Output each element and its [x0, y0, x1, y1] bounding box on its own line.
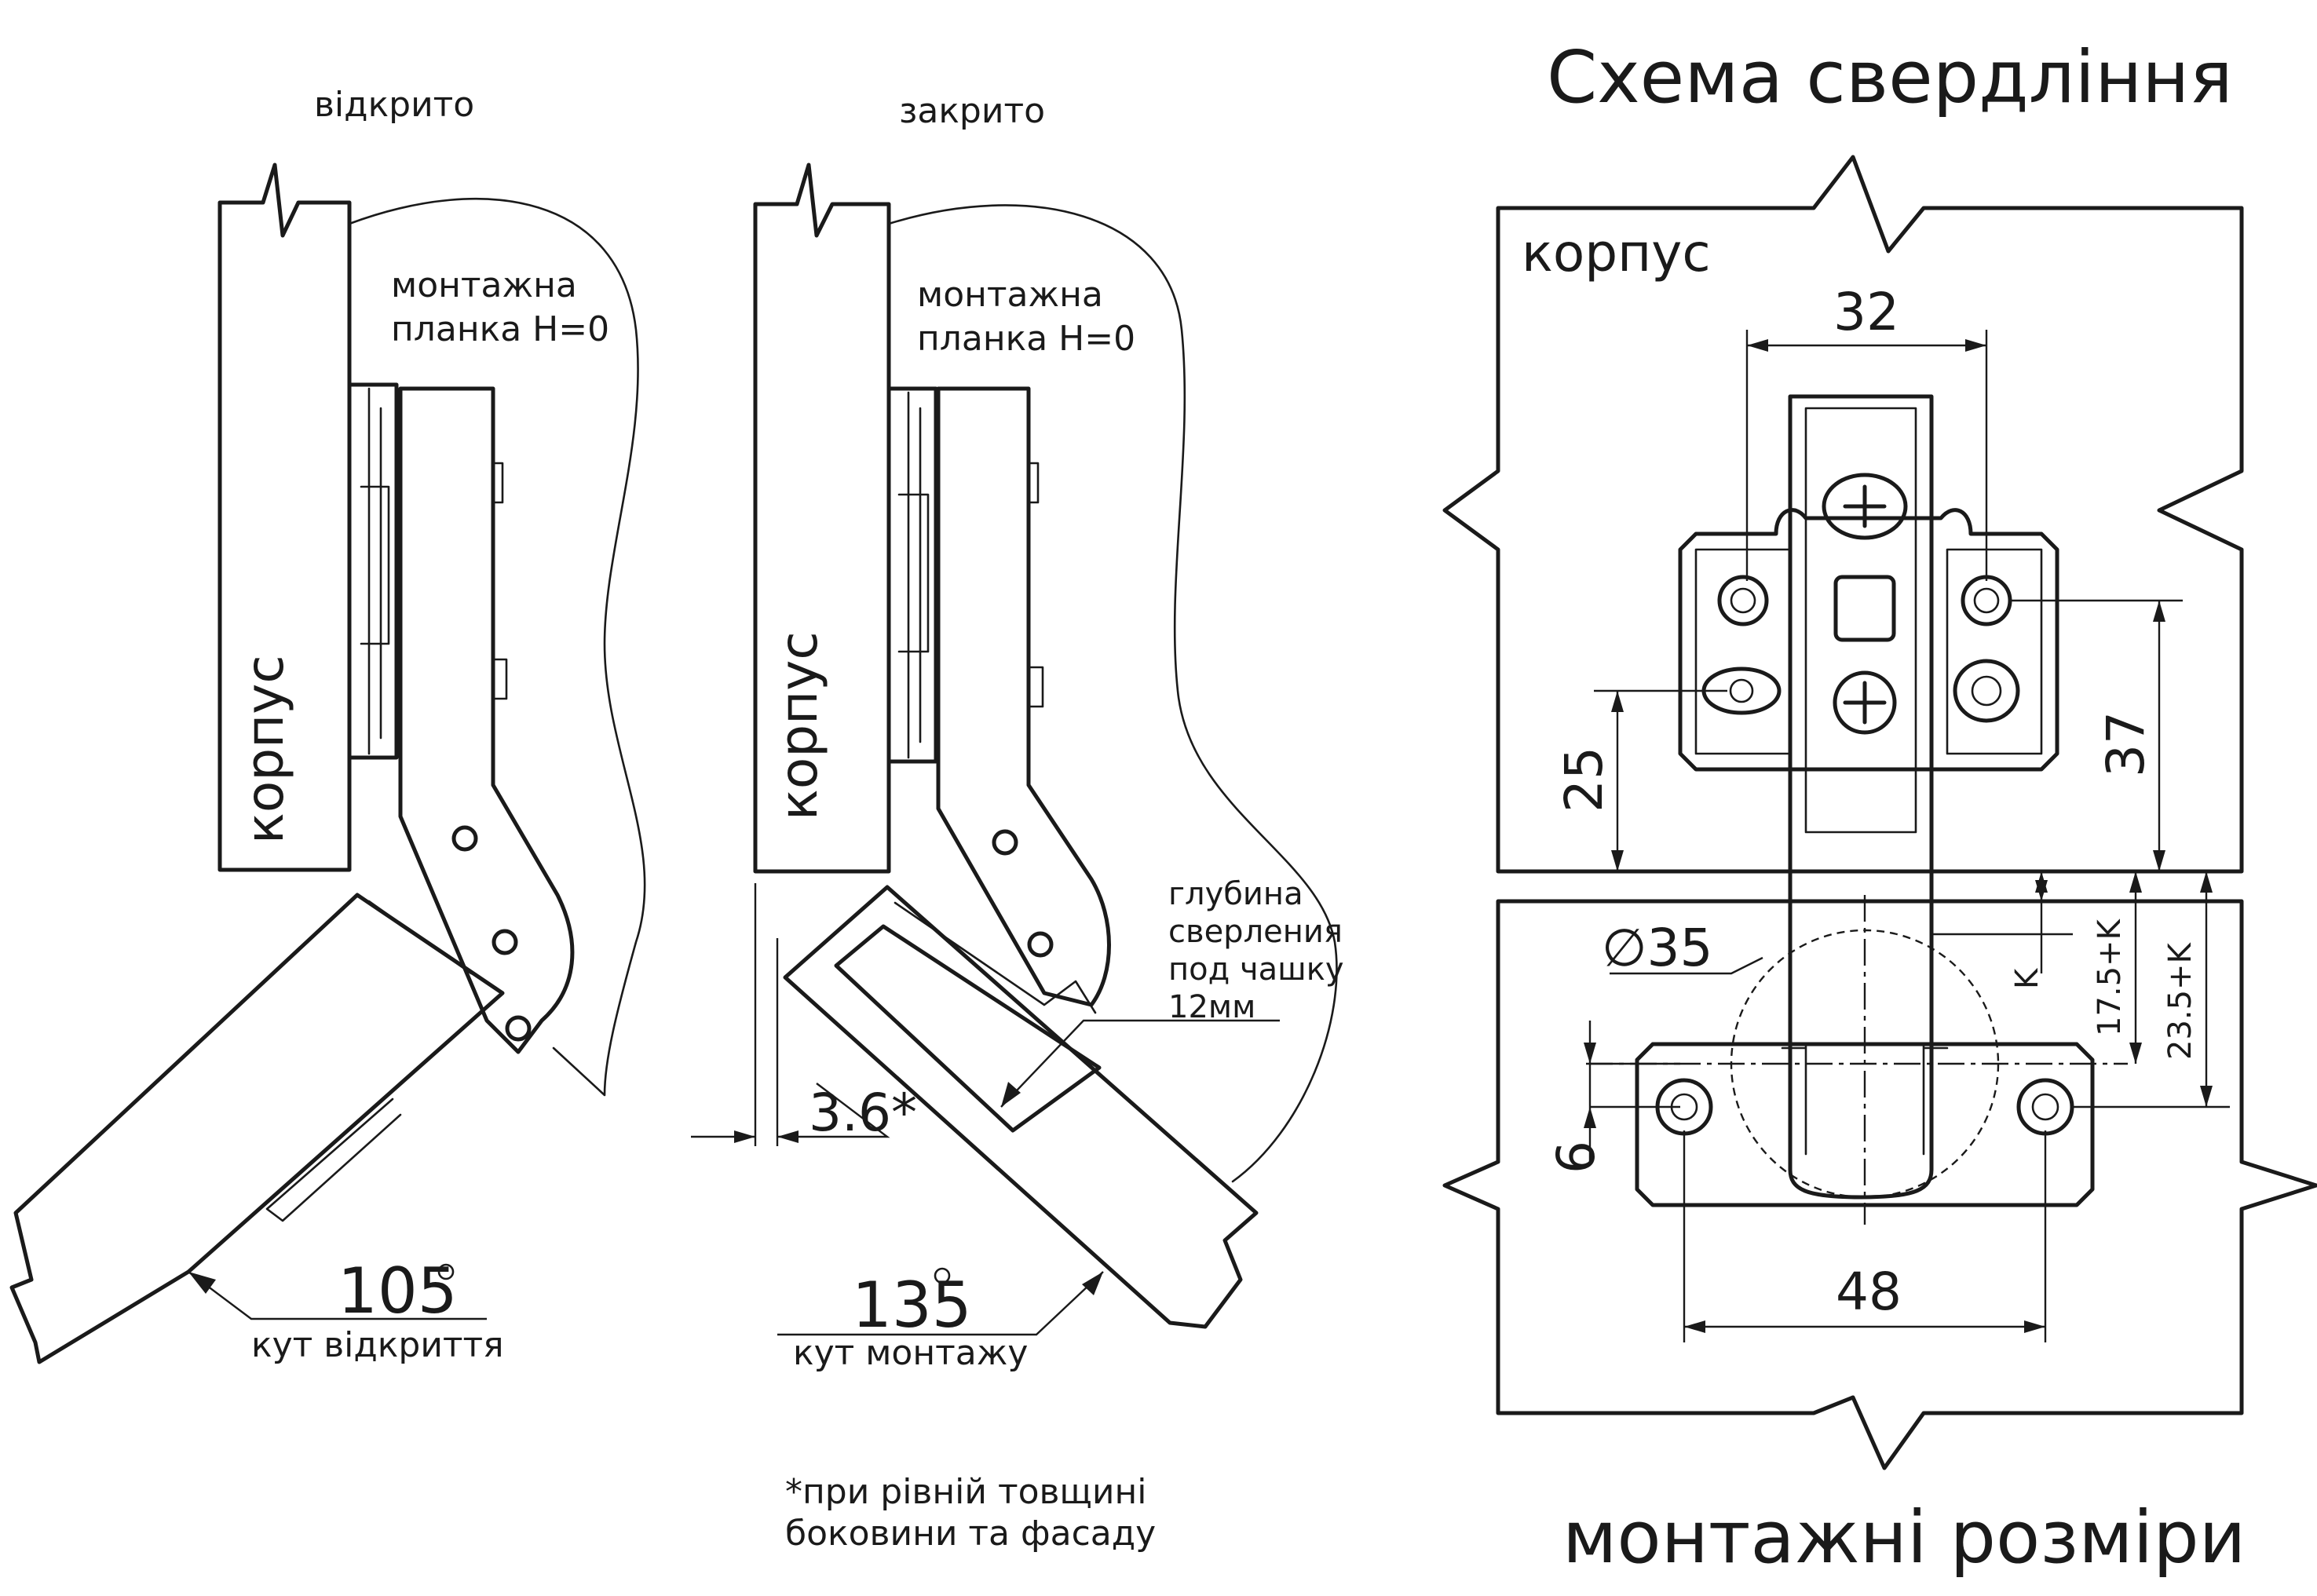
drilling-scheme: Схема свердління корпус 32 25 [1442, 35, 2317, 1580]
open-door [9, 893, 505, 1364]
scheme-door-panel [1442, 899, 2317, 1470]
footnote-2: боковини та фасаду [785, 1514, 1156, 1554]
scheme-cabinet-panel [1442, 155, 2244, 874]
open-view: відкрито корпус монтажна планка H=0 105 … [9, 85, 646, 1365]
offset-value: 3.6* [809, 1083, 917, 1143]
scheme-footer: монтажні розміри [1562, 1496, 2246, 1580]
open-mounting-plate [347, 382, 399, 760]
closed-plate-label-2: планка H=0 [917, 319, 1135, 359]
open-cabinet-label: корпус [235, 655, 295, 844]
depth-label-3: под чашку [1168, 951, 1344, 988]
depth-label-4: 12мм [1168, 989, 1255, 1025]
closed-outline [887, 204, 1338, 1183]
dim-37: 37 [2096, 711, 2156, 777]
footnote-1: *при рівній товщині [785, 1472, 1146, 1512]
dim-23: 23.5+K [2162, 941, 2198, 1060]
scheme-title: Схема свердління [1547, 35, 2233, 119]
open-hinge-arm [398, 386, 575, 1054]
closed-view-title: закрито [899, 91, 1045, 131]
scheme-cabinet-label: корпус [1522, 223, 1711, 283]
dim-32: 32 [1833, 282, 1899, 342]
open-angle-label: кут відкриття [251, 1325, 504, 1365]
open-cabinet-wall [217, 163, 352, 872]
closed-angle-value: 135 [852, 1269, 972, 1342]
scheme-hinge-arm [1788, 394, 1934, 1200]
closed-mounting-plate [886, 386, 938, 764]
closed-door [783, 885, 1259, 1329]
dim-48: 48 [1836, 1262, 1902, 1322]
open-plate-label-1: монтажна [391, 265, 577, 305]
open-angle-value: 105 [338, 1255, 458, 1328]
scheme-base-plate [1635, 1042, 2095, 1207]
open-plate-label-2: планка H=0 [391, 309, 609, 349]
closed-angle-label: кут монтажу [793, 1333, 1028, 1373]
closed-plate-label-1: монтажна [917, 275, 1103, 315]
dim-6: 6 [1546, 1141, 1606, 1174]
closed-cup [834, 924, 1102, 1133]
closed-view: закрито корпус монтажна планка H=0 глуби… [691, 91, 1344, 1554]
depth-label-1: глубина [1168, 876, 1303, 912]
open-outline [348, 198, 646, 1097]
dim-cup: ∅35 [1602, 918, 1712, 978]
dim-25: 25 [1554, 747, 1614, 813]
scheme-mounting-plate [1678, 508, 2059, 772]
closed-cabinet-label: корпус [769, 631, 829, 820]
closed-cabinet-wall [753, 163, 891, 874]
dim-k: K [2009, 967, 2045, 989]
depth-label-2: сверления [1168, 914, 1343, 950]
closed-hinge-arm [936, 386, 1111, 1007]
open-view-title: відкрито [314, 85, 474, 125]
dim-17: 17.5+K [2092, 918, 2128, 1036]
